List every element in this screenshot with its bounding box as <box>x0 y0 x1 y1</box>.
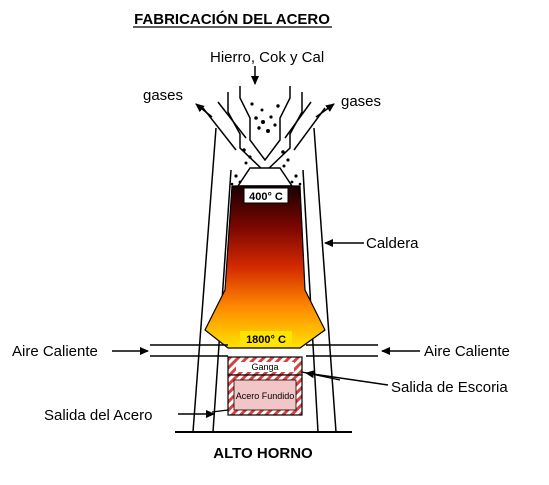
temp-top-label: 400° C <box>249 191 283 203</box>
temp-bottom-label: 1800° C <box>246 334 286 346</box>
hot-air-left-label: Aire Caliente <box>12 343 98 360</box>
slag-outlet-arrow <box>305 370 389 386</box>
molten-steel-label: Acero Fundido <box>236 391 295 401</box>
diagram-title: FABRICACIÓN DEL ACERO <box>134 10 330 28</box>
gases-right-arrow <box>315 103 335 118</box>
boiler-label: Caldera <box>366 235 419 252</box>
gases-left-label: gases <box>143 87 183 104</box>
charge-material <box>230 102 302 186</box>
gases-left-arrow <box>195 103 213 118</box>
diagram-caption: ALTO HORNO <box>213 445 313 462</box>
gangue-label: Ganga <box>251 362 278 372</box>
temp-bottom-box <box>240 331 292 346</box>
furnace-shaft-heat <box>204 185 326 349</box>
temp-top-box <box>243 187 289 204</box>
slag-outlet-label: Salida de Escoria <box>391 379 508 396</box>
inlet-label: Hierro, Cok y Cal <box>210 49 324 66</box>
steel-outlet-label: Salida del Acero <box>44 407 152 424</box>
hot-air-pipes <box>150 344 378 357</box>
charging-hopper <box>227 86 303 187</box>
hot-air-right-label: Aire Caliente <box>424 343 510 360</box>
arrows <box>112 66 420 418</box>
slag-label-bg <box>236 362 294 372</box>
gases-right-label: gases <box>341 93 381 110</box>
molten-steel-fill <box>233 379 297 411</box>
